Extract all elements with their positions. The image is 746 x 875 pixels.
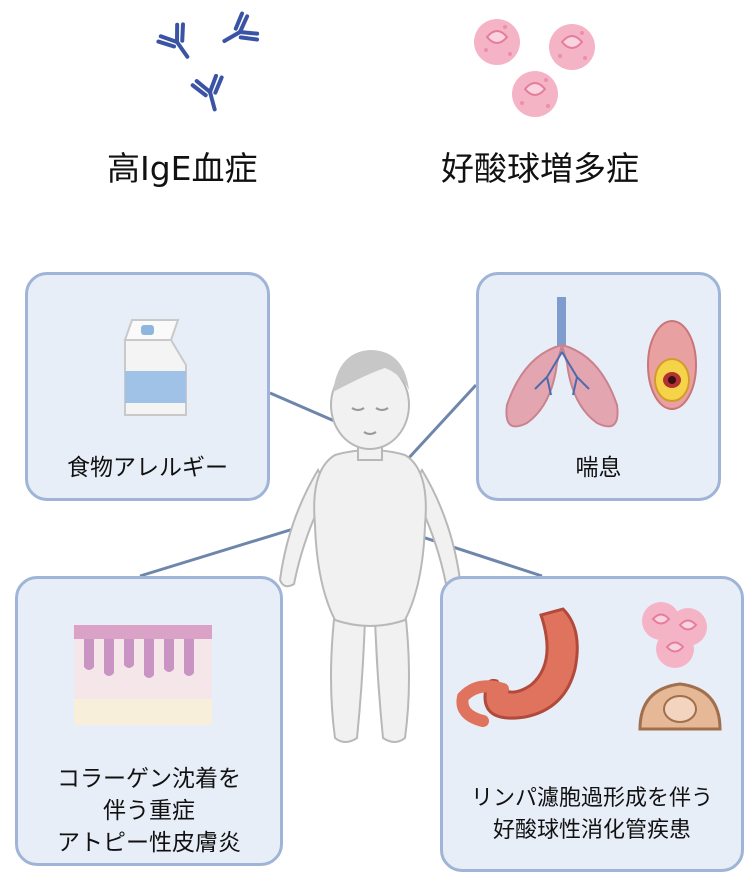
- eosinophilic-gi-line-2: 好酸球性消化管疾患: [443, 815, 741, 846]
- atopic-dermatitis-line-2: 伴う重症: [18, 796, 280, 827]
- atopic-dermatitis-box: コラーゲン沈着を 伴う重症 アトピー性皮膚炎: [15, 576, 283, 866]
- atopic-dermatitis-line-1: コラーゲン沈着を: [18, 764, 280, 795]
- eosinophilic-gi-line-1: リンパ濾胞過形成を伴う: [443, 783, 741, 814]
- eosinophilic-gi-box: リンパ濾胞過形成を伴う 好酸球性消化管疾患: [440, 576, 744, 872]
- atopic-dermatitis-line-3: アトピー性皮膚炎: [18, 828, 280, 859]
